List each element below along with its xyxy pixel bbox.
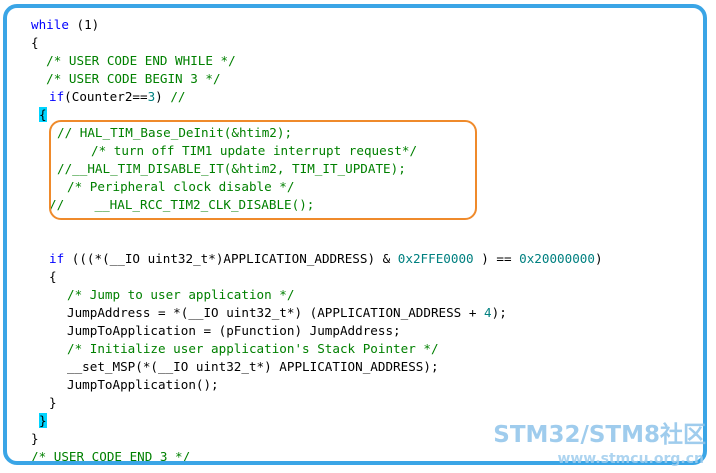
code-comment-peripheral-clock: /* Peripheral clock disable */ [67,179,295,194]
code-frame: while (1) { /* USER CODE END WHILE */ /*… [3,4,707,465]
code-text: (Counter2== [64,89,148,104]
code-comment-turn-off-tim1: /* turn off TIM1 update interrupt reques… [91,143,418,158]
code-comment-jump-to-user-app: /* Jump to user application */ [67,287,295,302]
code-text: (1) [68,17,100,32]
number-literal: 4 [484,305,492,320]
code-comment-user-code-end-3: /* USER CODE END 3 */ [31,449,191,464]
code-line-close-brace: } [31,431,39,446]
code-text: ) [594,251,603,266]
matched-brace-highlight: { [39,107,47,122]
number-literal: 0x20000000 [519,251,595,266]
code-line-brace-matched-close: } [39,412,47,430]
code-line-jump-address: JumpAddress = *(__IO uint32_t*) (APPLICA… [67,304,507,322]
code-line-brace-matched-open: { [39,106,47,124]
code-text: ) [155,89,171,104]
code-line-set-msp: __set_MSP(*(__IO uint32_t*) APPLICATION_… [67,359,439,374]
code-comment-user-code-end-while: /* USER CODE END WHILE */ [31,53,236,68]
code-line-open-brace: { [31,35,39,50]
keyword-if: if [49,251,65,266]
keyword-while: while [31,17,69,32]
code-text: JumpAddress = *(__IO uint32_t*) (APPLICA… [67,305,485,320]
code-text: ); [491,305,507,320]
code-editor[interactable]: while (1) { /* USER CODE END WHILE */ /*… [7,8,703,461]
watermark-url: www.stmcu.org.cn [557,451,704,467]
inline-comment: // [170,89,186,104]
code-line-if-counter2: if(Counter2==3) // [49,88,186,106]
code-line-jump-to-application-assign: JumpToApplication = (pFunction) JumpAddr… [67,323,401,338]
code-comment-user-code-begin-3: /* USER CODE BEGIN 3 */ [31,71,221,86]
keyword-if: if [49,89,65,104]
code-line-while: while (1) [31,16,99,34]
code-text: (((*(__IO uint32_t*)APPLICATION_ADDRESS)… [64,251,398,266]
code-comment-init-stack-pointer: /* Initialize user application's Stack P… [67,341,439,356]
code-line-if-application-address: if (((*(__IO uint32_t*)APPLICATION_ADDRE… [49,250,603,268]
code-line-open-brace: { [49,269,57,284]
code-line-jump-to-application-call: JumpToApplication(); [67,377,219,392]
code-text: ) == [473,251,520,266]
code-comment-rcc-tim2-clk-disable: // __HAL_RCC_TIM2_CLK_DISABLE(); [49,197,315,212]
number-literal: 3 [147,89,156,104]
code-comment-tim-base-deinit: // HAL_TIM_Base_DeInit(&htim2); [57,125,293,140]
code-comment-disable-it: //__HAL_TIM_DISABLE_IT(&htim2, TIM_IT_UP… [57,161,406,176]
watermark-title: STM32/STM8社区 [493,422,706,448]
code-line-close-brace: } [49,395,57,410]
matched-brace-highlight: } [39,413,47,428]
number-literal: 0x2FFE0000 [397,251,474,266]
